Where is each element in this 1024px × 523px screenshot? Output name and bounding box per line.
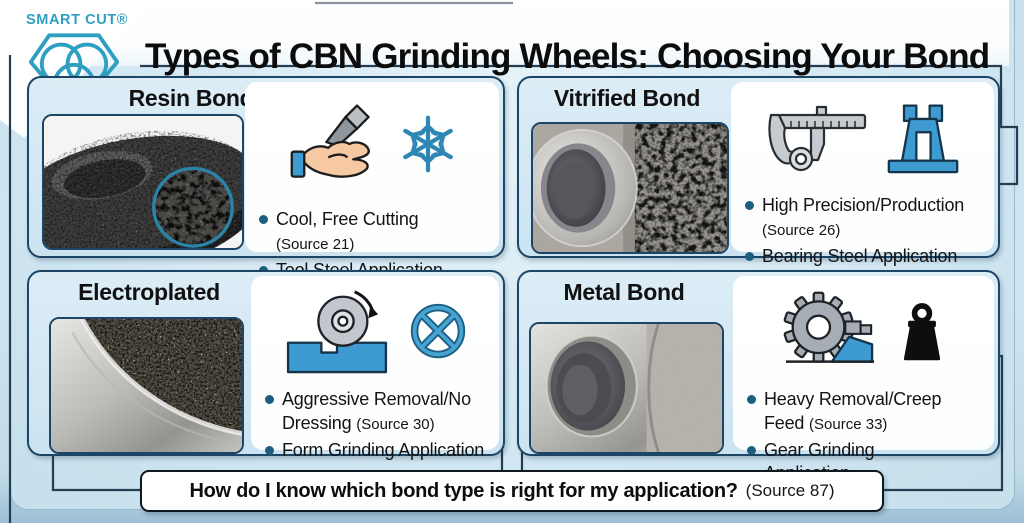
card-vitrified-bond: Vitrified Bond	[517, 76, 1000, 266]
card-content-panel: Heavy Removal/Creep Feed (Source 33) Gea…	[733, 276, 994, 483]
hand-holding-cutter-icon	[290, 104, 370, 178]
heavy-weight-icon	[903, 303, 940, 361]
bullet-item: Heavy Removal/Creep Feed (Source 33)	[747, 388, 948, 436]
bullet-text: Form Grinding Application	[282, 439, 485, 460]
card-resin-bond: Resin Bond	[27, 76, 505, 280]
bullet-dot	[265, 445, 274, 455]
bullet-source: (Source 26)	[762, 221, 841, 239]
icon-row	[731, 88, 994, 186]
electroplated-wheel-photo	[49, 317, 244, 454]
no-dressing-icon	[410, 303, 466, 359]
bullet-list: Cool, Free Cutting (Source 21) Tool Stee…	[245, 208, 499, 282]
card-title: Metal Bond	[563, 279, 685, 305]
bullet-text: Bearing Steel Application	[762, 245, 958, 266]
bullet-text: Cool, Free Cutting	[276, 209, 419, 229]
footer-source: (Source 87)	[745, 481, 835, 500]
bullet-item: Aggressive Removal/No Dressing (Source 3…	[265, 388, 493, 436]
surface-grinding-icon	[286, 290, 388, 374]
bullet-item: High Precision/Production (Source 26)	[745, 194, 988, 242]
resin-bond-wheel-photo	[42, 114, 244, 250]
bullet-source: (Source 30)	[356, 415, 435, 433]
card-metal-bond: Metal Bond	[517, 270, 1000, 483]
bullet-dot	[259, 215, 268, 224]
bullet-dot	[747, 445, 756, 455]
metal-bond-wheel-photo	[529, 322, 724, 454]
card-title: Vitrified Bond	[553, 85, 701, 111]
logo-brand-text: SMART CUT®	[26, 12, 129, 28]
bullet-item: Form Grinding Application	[265, 439, 493, 463]
bullet-dot	[745, 201, 754, 210]
snowflake-icon	[403, 115, 453, 173]
footer-question: How do I know which bond type is right f…	[189, 479, 738, 502]
bullet-text: High Precision/Production	[762, 195, 965, 215]
machine-stand-icon	[887, 104, 958, 174]
bullet-item: Bearing Steel Application	[745, 245, 988, 269]
bullet-dot	[265, 395, 274, 404]
vitrified-bond-wheel-photo	[531, 122, 729, 254]
card-title: Electroplated	[78, 279, 220, 305]
card-electroplated: Electroplated	[27, 270, 505, 460]
bullet-list: High Precision/Production (Source 26) Be…	[731, 194, 994, 268]
caliper-icon	[767, 105, 866, 172]
bullet-item: Cool, Free Cutting (Source 21)	[259, 208, 493, 256]
icon-row	[733, 282, 994, 380]
bullet-dot	[747, 395, 756, 404]
card-content-panel: Aggressive Removal/No Dressing (Source 3…	[251, 276, 499, 460]
title-strip	[0, 0, 1009, 66]
page-title: Types of CBN Grinding Wheels: Choosing Y…	[145, 37, 990, 77]
bullet-source: (Source 21)	[276, 235, 355, 253]
footer-question-bar: How do I know which bond type is right f…	[140, 470, 884, 512]
card-content-panel: High Precision/Production (Source 26) Be…	[731, 82, 994, 266]
bullet-list: Aggressive Removal/No Dressing (Source 3…	[251, 388, 499, 462]
bullet-dot	[745, 251, 754, 261]
gear-icon	[783, 291, 874, 363]
card-content-panel: Cool, Free Cutting (Source 21) Tool Stee…	[245, 82, 499, 280]
bullet-source: (Source 33)	[809, 415, 888, 433]
icon-row	[245, 88, 499, 200]
icon-row	[251, 282, 499, 380]
